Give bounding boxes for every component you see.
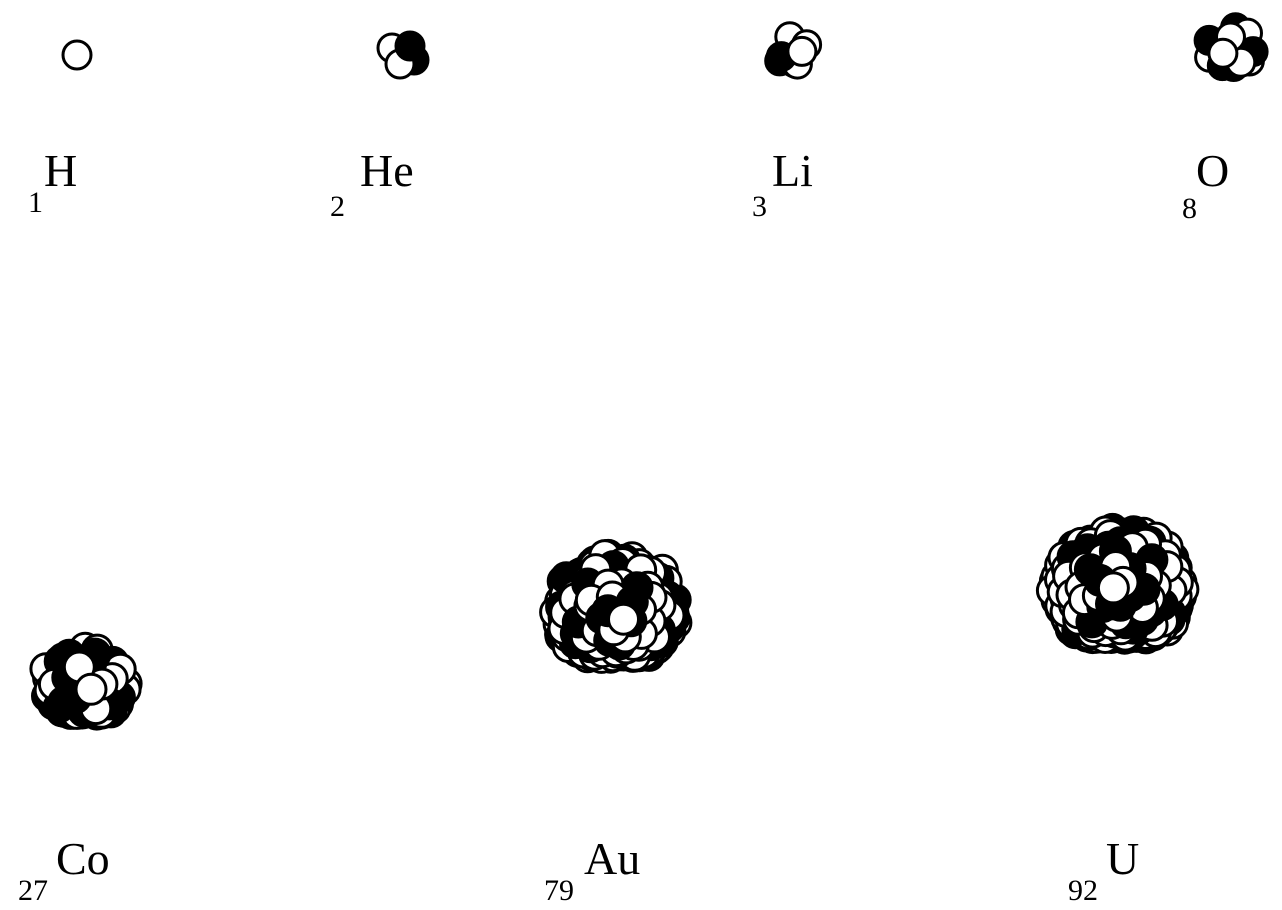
atomic-number-h: 1	[28, 186, 43, 219]
nucleus-h	[61, 39, 93, 71]
nucleus-au	[539, 538, 693, 674]
neutron	[1096, 571, 1130, 605]
atomic-number-he: 2	[330, 190, 345, 223]
label-o: 8 O	[1182, 146, 1262, 226]
nucleus-li	[764, 21, 823, 80]
atomic-number-o: 8	[1182, 192, 1197, 225]
label-li: 3 Li	[752, 146, 842, 226]
atomic-number-u: 92	[1068, 874, 1098, 907]
neutron	[74, 672, 108, 706]
label-he: 2 He	[330, 146, 440, 226]
nucleus-he	[376, 30, 430, 80]
label-co: 27 Co	[18, 836, 138, 910]
element-symbol-au: Au	[584, 833, 641, 884]
nucleus-o	[1193, 12, 1269, 82]
label-h: 1 H	[28, 146, 98, 226]
neutron	[607, 602, 640, 636]
atomic-number-li: 3	[752, 190, 767, 223]
element-symbol-o: O	[1196, 145, 1230, 196]
nucleus-co	[29, 631, 143, 731]
element-symbol-h: H	[44, 145, 78, 196]
label-au: 79 Au	[544, 836, 674, 910]
atomic-number-co: 27	[18, 874, 48, 907]
atomic-number-au: 79	[544, 874, 574, 907]
neutron	[61, 39, 93, 71]
element-symbol-co: Co	[56, 833, 110, 884]
proton	[394, 30, 426, 62]
neutron	[1207, 37, 1239, 69]
neutron	[786, 35, 818, 67]
element-symbol-he: He	[360, 145, 414, 196]
element-symbol-li: Li	[772, 145, 813, 196]
element-symbol-u: U	[1106, 833, 1140, 884]
nucleus-u	[1035, 512, 1200, 655]
label-u: 92 U	[1068, 836, 1168, 910]
